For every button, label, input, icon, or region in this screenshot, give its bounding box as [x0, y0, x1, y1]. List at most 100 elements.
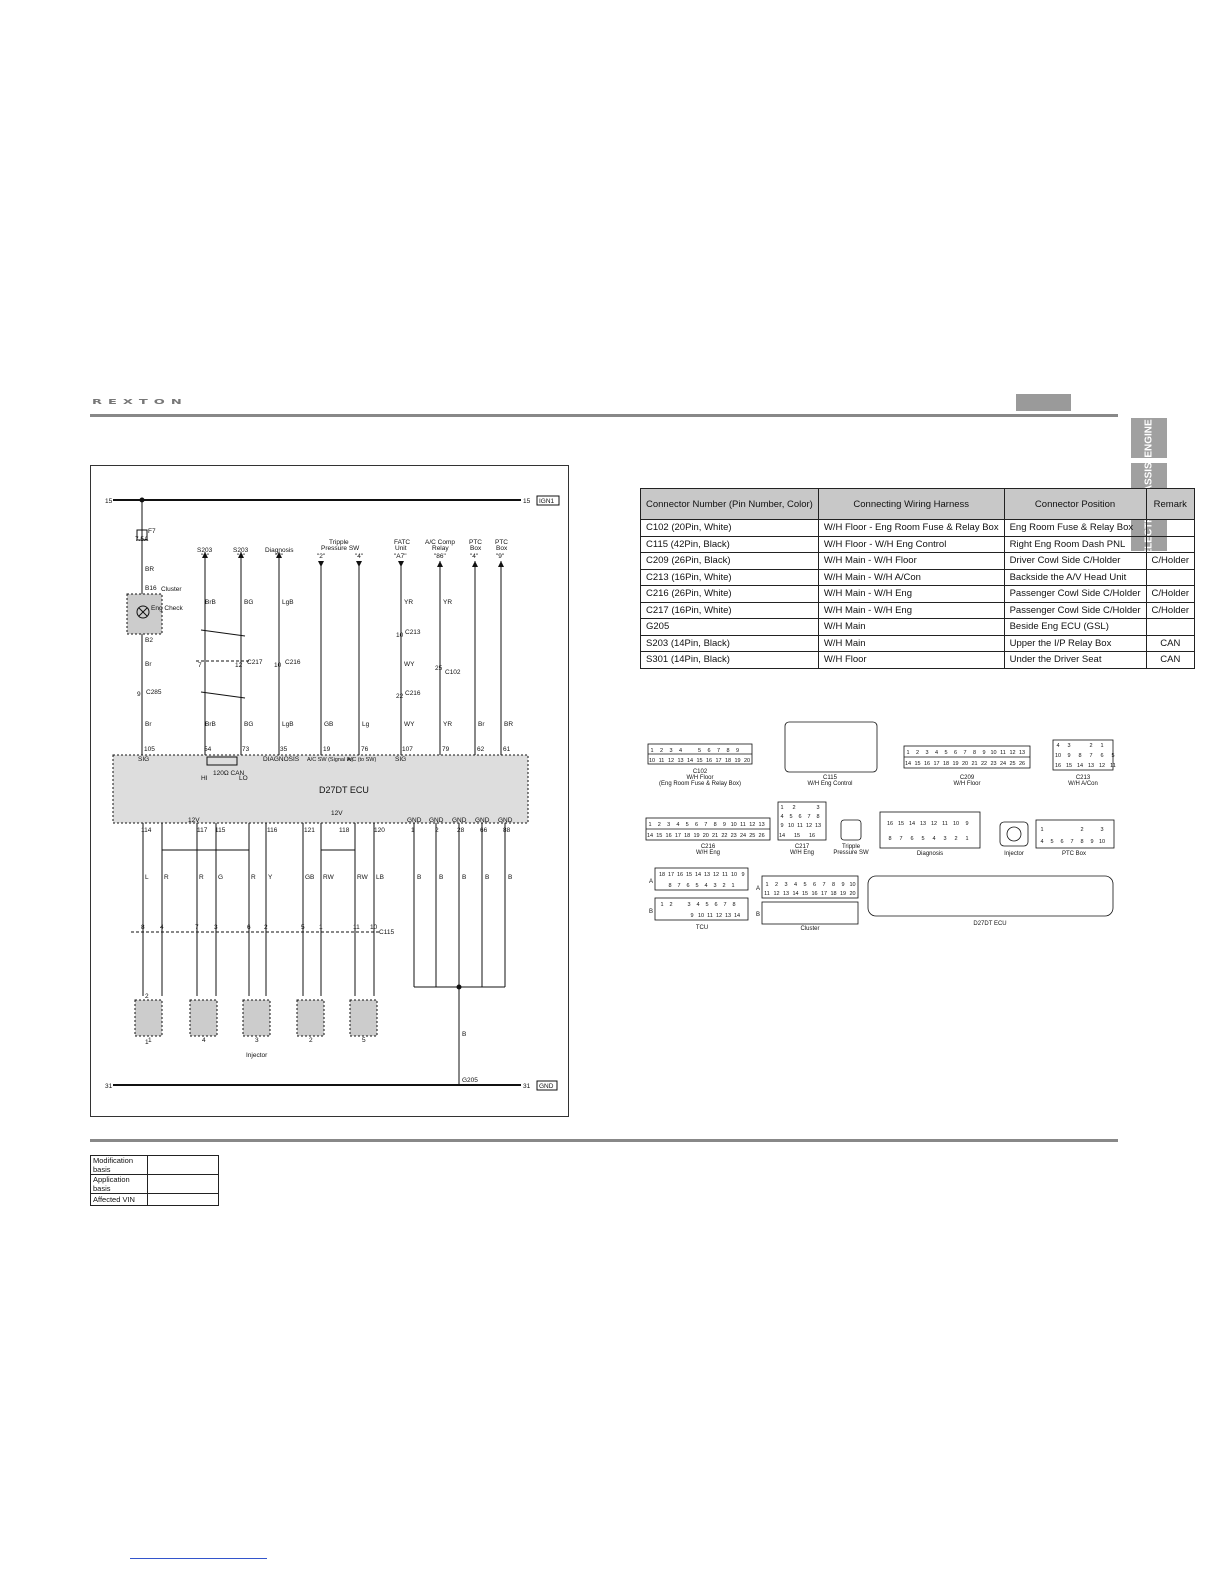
view-c217-name: C217: [795, 844, 810, 850]
ecu-pin-66: 66: [480, 827, 488, 834]
tcu-row-b: B: [649, 909, 653, 915]
pin-number: 3: [784, 882, 787, 888]
pin-number: 14: [647, 833, 653, 839]
pin-number: 19: [840, 891, 846, 897]
can-hi: HI: [201, 775, 208, 782]
pin-number: 11: [764, 891, 770, 897]
c115-pin-1: 4: [160, 924, 164, 931]
splice-pin-0: 7: [198, 662, 202, 669]
pin-number: 5: [1050, 839, 1053, 845]
pin-number: 5: [698, 748, 701, 754]
pin-number: 4: [676, 822, 679, 828]
ecu-pinname-gnd-4: GND: [475, 817, 490, 824]
pin-number: 9: [1067, 753, 1070, 759]
pin-number: 3: [925, 750, 928, 756]
pin-number: 17: [933, 761, 939, 767]
ecu-pin-116: 116: [267, 827, 278, 834]
rail-top-right: 15: [523, 498, 531, 505]
pin-number: 6: [954, 750, 957, 756]
splice-pin-4: 10: [396, 632, 404, 639]
wiring-diagram-frame: 15 15 IGN1 31 31 GND F7 7.5A Cluster Eng…: [90, 465, 569, 1117]
pin-number: 2: [916, 750, 919, 756]
inj-pin-1: 1: [145, 1039, 149, 1046]
pin-number: 6: [714, 902, 717, 908]
pin-number: 15: [914, 761, 920, 767]
lamp-pin-b2: B2: [145, 637, 153, 644]
cell-remark: CAN: [1145, 651, 1196, 669]
target-ptc4-l1: PTC: [469, 539, 482, 546]
gnd-wire-2: B: [462, 874, 466, 881]
pin-number: 5: [921, 836, 924, 842]
wire-color-yr-relay: YR: [443, 599, 452, 606]
tag-c102: C102: [445, 669, 461, 676]
rail-bottom-left: 31: [105, 1083, 113, 1090]
cell-remark: C/Holder: [1145, 601, 1196, 619]
pin-number: 12: [749, 822, 755, 828]
cell-harness: W/H Main - W/H A/Con: [817, 568, 1005, 586]
connector-table-header: Connector Number (Pin Number, Color) Con…: [640, 488, 1196, 520]
pin-number: 9: [982, 750, 985, 756]
pin-number: 13: [677, 758, 683, 764]
pin-number: 20: [849, 891, 855, 897]
c115-pin-4: 6: [247, 924, 251, 931]
cell-position: Passenger Cowl Side C/Holder: [1003, 585, 1147, 603]
target-tps-l3: "2": [317, 553, 326, 560]
cell-position: Beside Eng ECU (GSL): [1003, 618, 1147, 636]
pin-number: 3: [1100, 827, 1103, 833]
ecu-pin-1: 1: [411, 827, 415, 834]
pin-number: 12: [1009, 750, 1015, 756]
pin-number: 4: [932, 836, 935, 842]
pin-number: 15: [686, 872, 692, 878]
pin-number: 8: [668, 883, 671, 889]
cell-position: Passenger Cowl Side C/Holder: [1003, 601, 1147, 619]
cell-harness: W/H Main: [817, 634, 1005, 652]
pin-number: 16: [811, 891, 817, 897]
view-c209-sub1: W/H Floor: [954, 781, 981, 787]
target-ptc9-l3: "9": [496, 553, 505, 560]
pin-number: 11: [707, 913, 713, 919]
cell-connector: C102 (20Pin, White): [640, 519, 819, 537]
wire-color-lower-5: Lg: [362, 721, 370, 728]
cell-connector: C217 (16Pin, White): [640, 601, 819, 619]
wire-color-bg-upper: BG: [244, 599, 253, 606]
pin-number: 10: [953, 821, 959, 827]
c115-pin-2: 7: [195, 924, 199, 931]
pin-number: 9: [780, 823, 783, 829]
target-tps-4: "4": [355, 553, 364, 560]
pin-number: 2: [1080, 827, 1083, 833]
tag-c285: C285: [146, 689, 162, 696]
ecu-pinname-gnd-5: GND: [498, 817, 513, 824]
inj-wire-0: L: [145, 874, 149, 881]
can-label: 120Ω CAN: [213, 770, 245, 777]
pin-number: 13: [1088, 763, 1094, 769]
pin-number: 3: [713, 883, 716, 889]
pin-number: 15: [802, 891, 808, 897]
cell-harness: W/H Main - W/H Floor: [817, 552, 1005, 570]
cell-harness: W/H Main - W/H Eng: [817, 585, 1005, 603]
cell-position: Driver Cowl Side C/Holder: [1003, 552, 1147, 570]
pin-number: 12: [713, 872, 719, 878]
pin-number: 16: [924, 761, 930, 767]
ecu-name: D27DT ECU: [319, 785, 369, 795]
tab-engine[interactable]: ENGINE: [1131, 418, 1167, 458]
pin-number: 4: [794, 882, 797, 888]
pin-number: 6: [1060, 839, 1063, 845]
pin-number: 6: [686, 883, 689, 889]
view-c115-name: C115: [823, 775, 838, 781]
pin-number: 22: [981, 761, 987, 767]
wire-color-lower-9: BR: [504, 721, 513, 728]
pin-number: 11: [659, 758, 665, 764]
cell-harness: W/H Floor: [817, 651, 1005, 669]
bottom-link-underline[interactable]: [130, 1558, 267, 1559]
pin-number: 2: [722, 883, 725, 889]
ecu-pinname-sig1: SIG: [138, 756, 149, 763]
pin-number: 2: [660, 748, 663, 754]
pin-number: 7: [807, 814, 810, 820]
inj-wire-8: RW: [357, 874, 369, 881]
ecu-pinname-ac: A/C (to SW): [347, 757, 377, 763]
inj-wire-2: R: [199, 874, 204, 881]
pin-number: 12: [773, 891, 779, 897]
